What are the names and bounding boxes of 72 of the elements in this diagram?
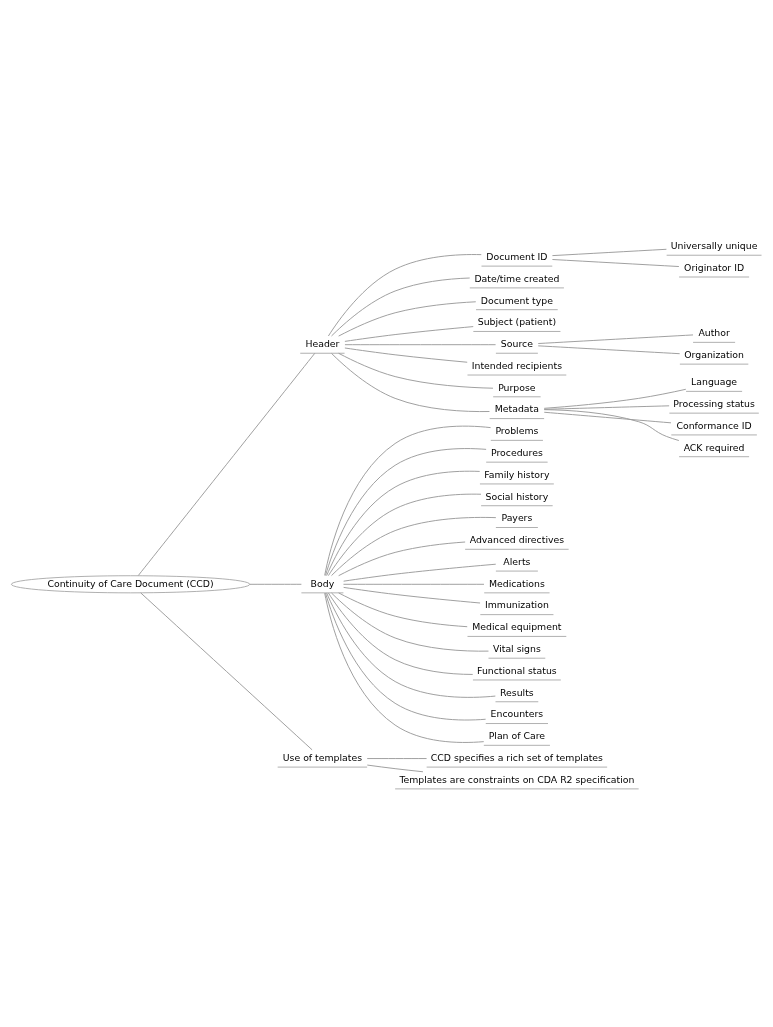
node-text: Header xyxy=(305,338,340,350)
node-text: ACK required xyxy=(683,441,745,453)
node-text: Templates are constraints on CDA R2 specification xyxy=(399,773,635,785)
node-text: Intended recipients xyxy=(471,359,563,371)
connector xyxy=(543,388,687,409)
connector xyxy=(537,334,694,344)
node-text: Results xyxy=(500,686,534,698)
connector xyxy=(326,592,496,698)
node-text: Document type xyxy=(480,294,553,306)
connector xyxy=(366,764,424,773)
connector xyxy=(551,248,667,257)
node-text: Medical equipment xyxy=(472,621,562,633)
node-text: Vital signs xyxy=(492,643,541,655)
node-text: Source xyxy=(500,338,533,350)
node-text: Subject (patient) xyxy=(477,316,557,328)
connector xyxy=(249,583,302,585)
node-text: Processing status xyxy=(673,398,755,409)
node-text: Date/time created xyxy=(474,272,560,284)
node-text: Use of templates xyxy=(282,751,363,763)
node-text: Problems xyxy=(495,425,539,437)
connector xyxy=(344,344,497,346)
node-text: CCD specifies a rich set of templates xyxy=(430,751,603,763)
node-text: Document ID xyxy=(486,250,548,262)
connector xyxy=(537,345,681,355)
connector xyxy=(331,516,497,577)
connector xyxy=(344,347,468,363)
connector xyxy=(551,259,680,267)
connector xyxy=(338,301,477,337)
node-text: Conformance ID xyxy=(676,419,752,431)
node-text: Purpose xyxy=(498,381,536,393)
connector xyxy=(331,352,490,413)
connector xyxy=(338,352,494,389)
connector xyxy=(324,425,492,576)
node-text: Originator ID xyxy=(684,261,745,273)
connector xyxy=(543,411,672,424)
connector xyxy=(366,758,428,759)
connector xyxy=(324,592,485,743)
connector xyxy=(331,277,471,337)
node-text: Metadata xyxy=(494,403,539,415)
connector xyxy=(325,448,487,576)
node-text: Author xyxy=(698,327,730,339)
node-text: Procedures xyxy=(491,447,543,459)
node-text: Social history xyxy=(485,490,549,502)
connector xyxy=(338,592,468,628)
node-text: Medications xyxy=(488,577,545,589)
node-text: Family history xyxy=(484,468,550,480)
node-text: Alerts xyxy=(503,555,531,567)
connector xyxy=(344,326,474,342)
connector xyxy=(343,583,485,585)
node-text: Organization xyxy=(684,348,744,360)
connector xyxy=(325,592,487,721)
node-text: Universally unique xyxy=(670,240,758,252)
connector xyxy=(543,409,680,441)
connector xyxy=(338,541,466,577)
connector xyxy=(327,493,482,577)
node-text: Immunization xyxy=(484,599,549,611)
node-ellipse: Continuity of Care Document (CCD) xyxy=(11,575,251,594)
node-text: Plan of Care xyxy=(488,730,546,742)
connector xyxy=(327,254,482,337)
node-text: Encounters xyxy=(490,708,544,720)
connector xyxy=(140,592,313,751)
node-text: Advanced directives xyxy=(469,534,565,546)
node-text: Payers xyxy=(501,512,533,524)
node-text: Body xyxy=(310,577,335,589)
connector xyxy=(331,592,489,652)
connector xyxy=(327,592,474,675)
node-text: Language xyxy=(691,376,738,388)
connector xyxy=(343,563,497,582)
connector xyxy=(343,586,481,604)
connector xyxy=(326,470,481,577)
node-text: Functional status xyxy=(477,664,557,676)
connector xyxy=(137,352,316,576)
